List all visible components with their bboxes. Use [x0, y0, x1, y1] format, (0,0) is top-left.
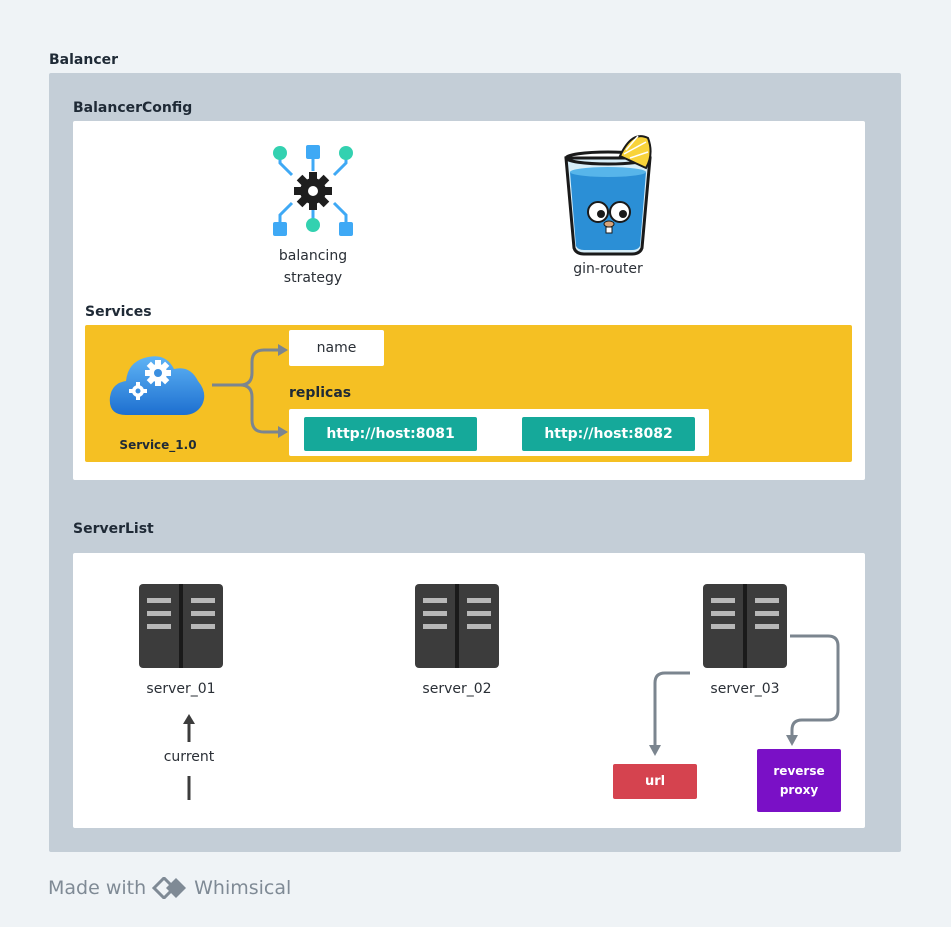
- replica-host-8082: http://host:8082: [522, 417, 695, 451]
- footer-brand[interactable]: Whimsical: [194, 877, 292, 899]
- server-01-label: server_01: [146, 681, 216, 697]
- server-list-title: ServerList: [73, 521, 154, 537]
- reverse-proxy-box: reverse proxy: [757, 749, 841, 812]
- footer-made-with: Made with: [48, 877, 147, 899]
- replica-host-8081: http://host:8081: [304, 417, 477, 451]
- balancing-strategy-icon: [273, 145, 353, 236]
- proxy-label-line2: proxy: [779, 782, 819, 797]
- current-arrow-icon: [183, 714, 195, 800]
- server-03-label: server_03: [710, 681, 780, 697]
- strategy-label-line2: strategy: [283, 270, 343, 286]
- gin-router-icon: [564, 135, 652, 256]
- footer: Made with Whimsical: [48, 877, 291, 899]
- balancer-config-title: BalancerConfig: [73, 100, 193, 116]
- service-label: Service_1.0: [119, 438, 197, 452]
- strategy-label: balancing strategy: [253, 245, 373, 289]
- cloud-service-icon: [109, 356, 205, 415]
- server-01-icon: [139, 584, 223, 668]
- server-03-connectors: [649, 634, 840, 756]
- current-label: current: [163, 749, 215, 765]
- url-box: url: [613, 764, 697, 799]
- services-title: Services: [85, 304, 152, 320]
- strategy-label-line1: balancing: [278, 248, 348, 264]
- balancer-title: Balancer: [49, 52, 119, 68]
- gin-router-label: gin-router: [573, 261, 643, 277]
- whimsical-logo-icon: [152, 877, 187, 899]
- proxy-label-line1: reverse: [773, 763, 825, 778]
- server-02-label: server_02: [422, 681, 492, 697]
- replicas-label: replicas: [289, 385, 352, 401]
- server-03-icon: [703, 584, 787, 668]
- server-02-icon: [415, 584, 499, 668]
- service-connector: [212, 344, 288, 438]
- name-field: name: [289, 330, 384, 366]
